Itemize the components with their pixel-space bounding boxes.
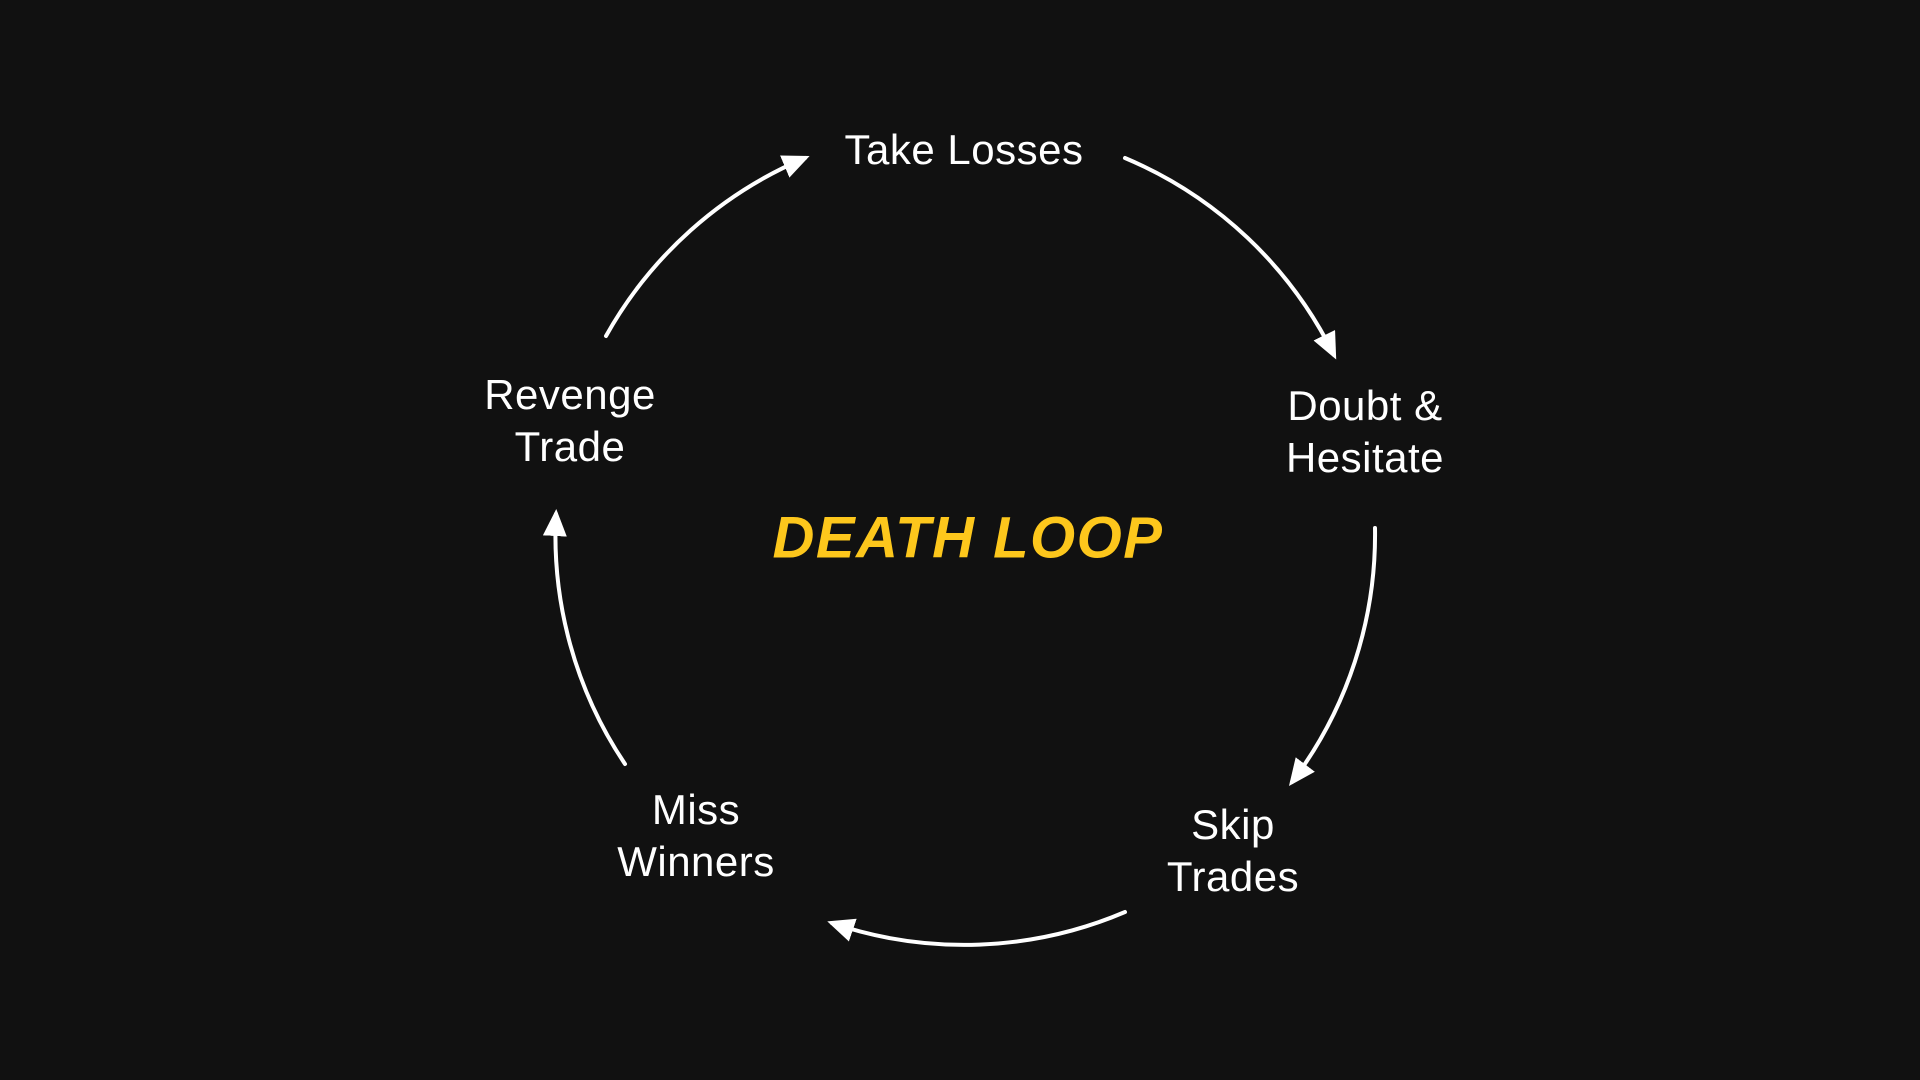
node-take-losses: Take Losses: [844, 126, 1084, 173]
node-revenge-trade: Revenge Trade: [484, 371, 656, 470]
center-title: DEATH LOOP: [772, 505, 1164, 571]
arrow-skip-trades-to-miss-winners: [827, 910, 1127, 947]
arrow-take-losses-to-doubt: [1123, 156, 1337, 360]
arrow-revenge-to-take-losses: [604, 155, 810, 338]
node-miss-winners: Miss Winners: [617, 786, 775, 885]
arrow-doubt-to-skip-trades: [1288, 526, 1378, 786]
node-skip-trades: Skip Trades: [1166, 801, 1300, 900]
arrow-miss-winners-to-revenge: [542, 509, 627, 766]
node-doubt-hesitate: Doubt & Hesitate: [1285, 382, 1445, 481]
